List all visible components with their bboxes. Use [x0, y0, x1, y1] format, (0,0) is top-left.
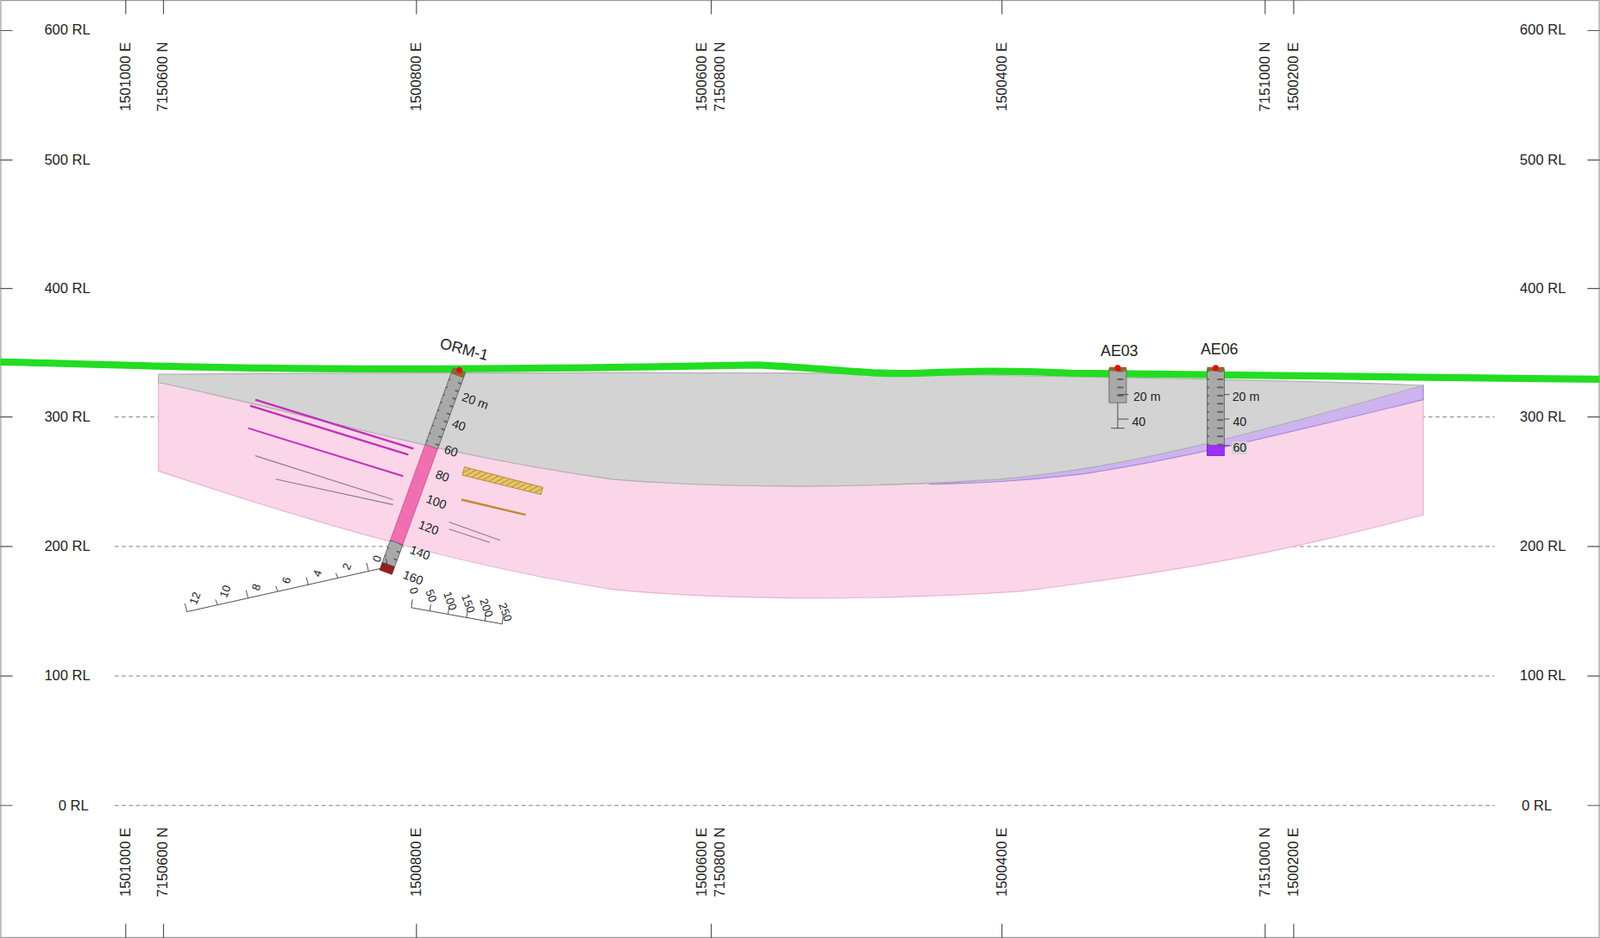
- scale-label: 100: [441, 589, 459, 613]
- scale-label: 0: [370, 553, 383, 565]
- easting-label: 1500800 E: [408, 827, 424, 898]
- scale-label: 10: [218, 583, 234, 601]
- rl-label: 600 RL: [43, 23, 91, 38]
- rl-label: 0 RL: [1520, 798, 1553, 814]
- scale-label: 0: [407, 584, 421, 597]
- scale-label: 12: [187, 589, 203, 608]
- scale-rulers: [184, 558, 503, 625]
- easting-label: 1501000 E: [118, 41, 133, 113]
- rl-label: 400 RL: [1518, 282, 1567, 297]
- intercept-lines: [248, 400, 544, 544]
- easting-label: 1500400 E: [994, 41, 1010, 113]
- scale-label: 150: [459, 592, 477, 616]
- easting-label: 1500200 E: [1286, 827, 1302, 898]
- easting-label: 1500600 E: [695, 41, 710, 113]
- drillhole-ae03: [1109, 364, 1129, 428]
- topography-line: [0, 362, 1600, 380]
- rl-label: 100 RL: [1518, 669, 1567, 684]
- rl-label: 100 RL: [43, 669, 91, 684]
- northing-label: 7150600 N: [156, 826, 171, 898]
- scale-label: 200: [477, 596, 496, 621]
- depth-label: 40: [1130, 414, 1147, 427]
- northing-label: 7151000 N: [1258, 40, 1274, 113]
- easting-label: 1500800 E: [408, 41, 424, 113]
- rl-label: 0 RL: [57, 798, 90, 814]
- scale-label: 4: [310, 567, 324, 579]
- hole-name: ORM-1: [437, 336, 491, 364]
- scale-label: 6: [280, 575, 294, 587]
- scale-label: 2: [340, 560, 354, 572]
- scale-label: 250: [495, 600, 514, 624]
- northing-label: 7150800 N: [713, 40, 728, 113]
- depth-label: 40: [1231, 414, 1248, 427]
- northing-label: 7150600 N: [156, 40, 171, 113]
- hole-name: AE03: [1099, 344, 1139, 360]
- rl-label: 500 RL: [43, 152, 91, 168]
- rl-label: 400 RL: [43, 282, 91, 297]
- northing-label: 7151000 N: [1258, 826, 1274, 898]
- northing-label: 7150800 N: [713, 826, 728, 898]
- easting-label: 1500600 E: [695, 827, 710, 898]
- drillhole-ae06: [1206, 364, 1230, 456]
- depth-label: 20 m: [1231, 390, 1262, 403]
- hole-name: AE06: [1199, 342, 1239, 358]
- easting-label: 1500200 E: [1286, 41, 1302, 113]
- rl-label: 200 RL: [1518, 539, 1567, 555]
- rl-label: 500 RL: [1518, 152, 1567, 168]
- overburden: [158, 372, 1424, 487]
- drillhole-orm1: [379, 364, 467, 575]
- easting-label: 1500400 E: [994, 827, 1010, 898]
- rl-label: 300 RL: [1518, 410, 1567, 426]
- depth-label: 60: [1231, 441, 1248, 454]
- depth-label: 20 m: [1132, 390, 1162, 403]
- rl-label: 200 RL: [43, 539, 91, 555]
- depth-label: 160: [401, 568, 427, 588]
- scale-label: 8: [249, 582, 263, 594]
- easting-label: 1501000 E: [118, 827, 133, 898]
- rl-label: 300 RL: [43, 410, 91, 426]
- rl-label: 600 RL: [1518, 23, 1567, 38]
- scale-label: 50: [423, 587, 440, 605]
